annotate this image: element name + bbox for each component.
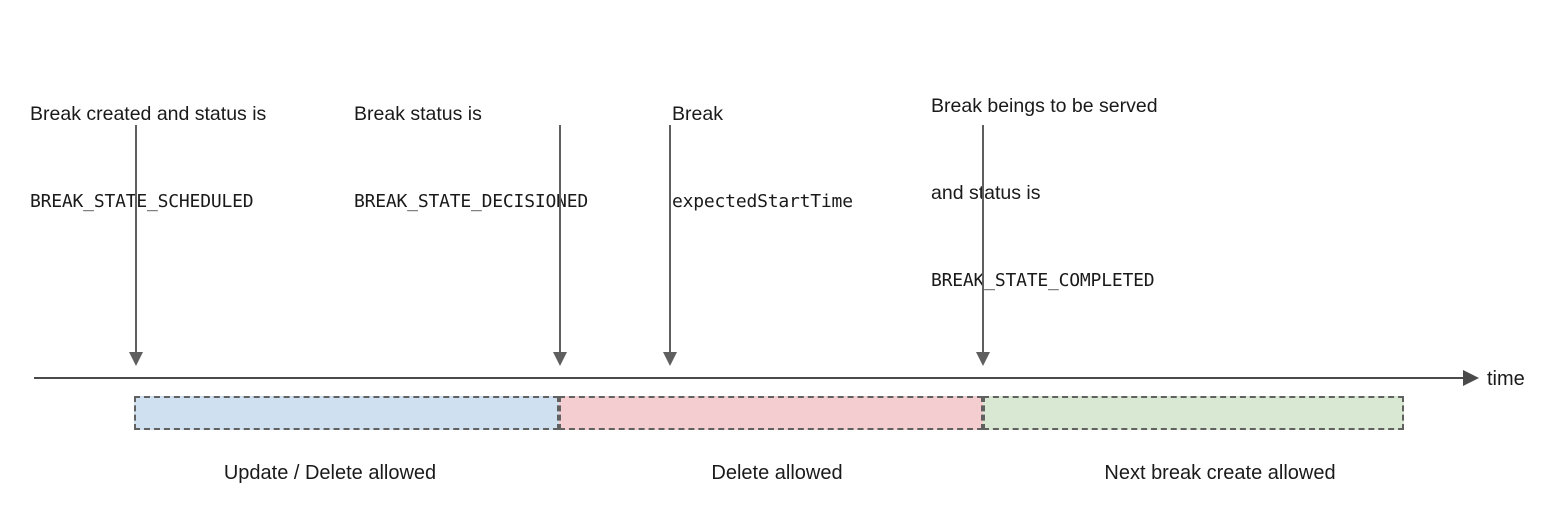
event-callout-break-created: Break created and status is BREAK_STATE_… (30, 42, 266, 274)
phase-bar-next-break-create (983, 396, 1404, 430)
event-arrow-break-completed (975, 125, 991, 366)
event-callout-line2: and status is (931, 182, 1041, 204)
phase-label-next-break-create: Next break create allowed (1104, 462, 1336, 484)
event-callout-line1: Break created and status is (30, 103, 267, 125)
event-arrow-break-expected-start (662, 125, 678, 366)
event-callout-state-code: BREAK_STATE_SCHEDULED (30, 191, 254, 212)
event-callout-line1: Break status is (354, 103, 482, 125)
arrow-shaft (982, 125, 984, 353)
event-arrow-break-decisioned (552, 125, 568, 366)
phase-label-delete-only: Delete allowed (711, 462, 843, 484)
arrow-shaft (669, 125, 671, 353)
event-callout-state-code: BREAK_STATE_DECISIONED (354, 191, 589, 212)
event-callout-state-code: BREAK_STATE_COMPLETED (931, 270, 1155, 291)
event-callout-line1: Break (672, 103, 723, 125)
arrow-shaft (135, 125, 137, 353)
arrow-down-icon (663, 352, 677, 366)
event-callout-break-expected-start: Break expectedStartTime (672, 42, 853, 274)
arrow-down-icon (129, 352, 143, 366)
event-callout-break-decisioned: Break status is BREAK_STATE_DECISIONED (354, 42, 588, 274)
phase-bar-delete-only (559, 396, 983, 430)
phase-bar-update-delete (134, 396, 559, 430)
event-callout-line1: Break beings to be served (931, 95, 1158, 117)
arrow-right-icon (1463, 370, 1479, 386)
event-callout-field-code: expectedStartTime (672, 191, 853, 212)
time-axis-label: time (1487, 368, 1525, 390)
event-arrow-break-created (128, 125, 144, 366)
arrow-down-icon (976, 352, 990, 366)
event-callout-break-completed: Break beings to be served and status is … (931, 34, 1158, 353)
time-axis-line (34, 377, 1472, 379)
arrow-down-icon (553, 352, 567, 366)
phase-label-update-delete: Update / Delete allowed (223, 462, 437, 484)
arrow-shaft (559, 125, 561, 353)
